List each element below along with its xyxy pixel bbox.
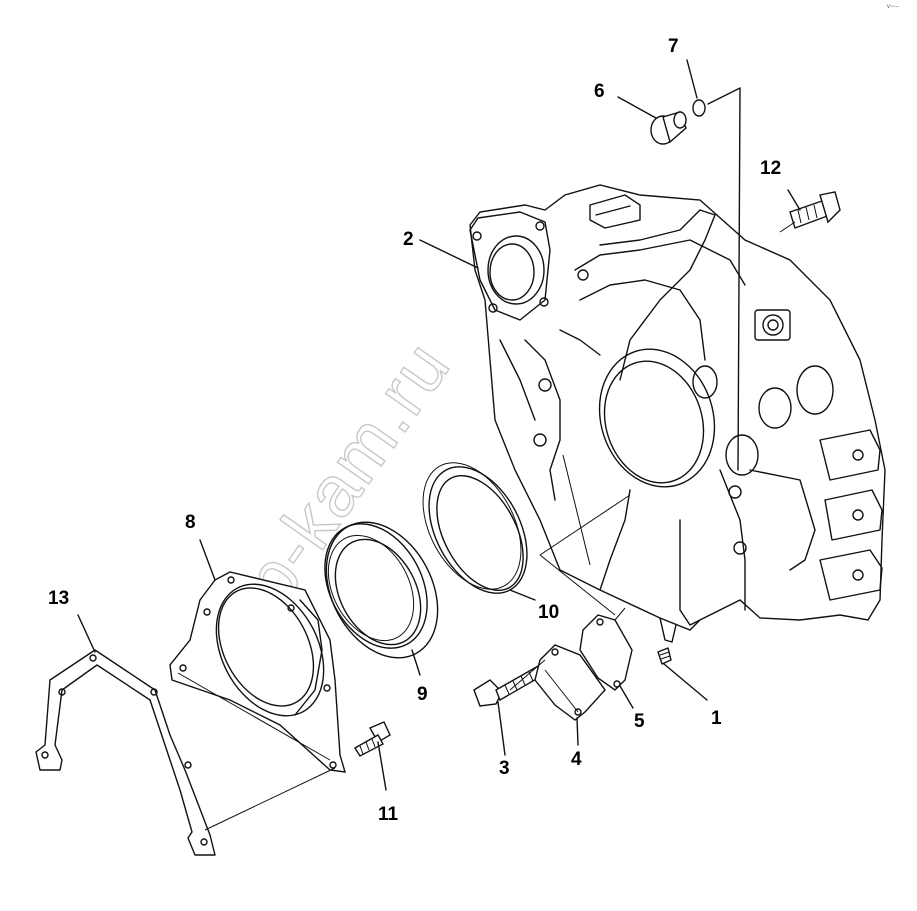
callout-11: 11 bbox=[378, 804, 399, 825]
callout-7: 7 bbox=[668, 36, 679, 57]
corner-mark: v~--- bbox=[887, 4, 900, 10]
part-5-gasket bbox=[579, 607, 634, 709]
callout-3: 3 bbox=[499, 758, 510, 779]
callout-5: 5 bbox=[634, 711, 645, 732]
part-11-bolt bbox=[354, 721, 391, 791]
flywheel-housing bbox=[469, 184, 886, 643]
part-4-cover-plate bbox=[534, 644, 606, 746]
part-12-flange-bolt bbox=[779, 189, 841, 233]
part-1-drain-plug bbox=[657, 647, 708, 701]
part-6-plug bbox=[617, 96, 687, 145]
callout-4: 4 bbox=[571, 749, 582, 770]
callout-13: 13 bbox=[48, 588, 69, 609]
callout-6: 6 bbox=[594, 81, 605, 102]
callout-8: 8 bbox=[185, 512, 196, 533]
part-7-o-ring bbox=[686, 59, 741, 471]
part-10-seal-ring bbox=[422, 462, 536, 601]
part-3-bolt bbox=[473, 664, 546, 756]
callout-12: 12 bbox=[760, 158, 781, 179]
part-8-seal-housing bbox=[169, 539, 346, 773]
part-9-oil-seal bbox=[324, 521, 439, 676]
callout-2: 2 bbox=[403, 229, 414, 250]
callout-9: 9 bbox=[417, 684, 428, 705]
part-13-gasket bbox=[35, 614, 216, 856]
assembly-lines bbox=[177, 454, 631, 831]
callout-labels: 1 2 3 4 5 6 7 8 9 10 11 12 13 bbox=[48, 36, 781, 825]
callout-1: 1 bbox=[711, 708, 722, 729]
callout-10: 10 bbox=[538, 602, 559, 623]
